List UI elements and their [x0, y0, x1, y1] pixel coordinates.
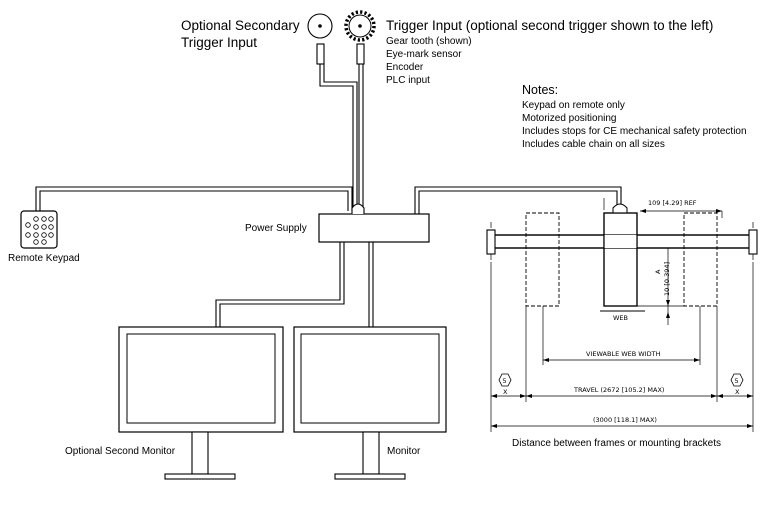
notes-title: Notes: — [522, 83, 558, 97]
note-item: Motorized positioning — [522, 113, 617, 124]
trigger-option: Encoder — [386, 62, 424, 73]
cables — [35, 64, 622, 328]
gear-tooth-trigger-icon — [344, 10, 376, 65]
web-label: WEB — [613, 314, 628, 322]
remote-keypad — [20, 210, 58, 249]
travel-label: TRAVEL (2672 [105.2] MAX) — [573, 386, 664, 394]
sensor-cable-2 — [418, 190, 618, 214]
optional-second-monitor — [118, 326, 284, 480]
note-item: Includes cable chain on all sizes — [522, 139, 665, 150]
trigger-option: Gear tooth (shown) — [386, 36, 472, 47]
x-marker-number-left: 5 — [503, 377, 507, 385]
ref-dimension: 109 [4.29] REF — [648, 199, 697, 207]
secondary-trigger-label-line2: Trigger Input — [181, 35, 257, 50]
diagram-labels: Optional Secondary Trigger Input Trigger… — [8, 18, 747, 457]
power-supply — [318, 203, 430, 243]
keypad-cable-2 — [39, 190, 349, 211]
a-dimension-value: 10 [0.394] — [663, 262, 671, 296]
remote-keypad-label: Remote Keypad — [8, 253, 80, 264]
trigger-input-label: Trigger Input (optional second trigger s… — [386, 18, 713, 33]
trigger-option: PLC input — [386, 75, 430, 86]
secondary-trigger-cable-2 — [323, 64, 358, 208]
secondary-trigger-cable — [319, 64, 354, 208]
keypad-cable — [35, 186, 353, 211]
second-monitor-cable — [215, 242, 341, 328]
secondary-trigger-label-line1: Optional Secondary — [181, 18, 300, 33]
a-dimension-label: A — [654, 269, 662, 274]
second-monitor-cable-2 — [219, 242, 345, 328]
optional-second-monitor-label: Optional Second Monitor — [65, 446, 176, 457]
x-label-left: X — [503, 388, 508, 396]
x-marker-number-right: 5 — [735, 377, 739, 385]
power-supply-label: Power Supply — [245, 223, 307, 234]
sensor-cable — [414, 186, 622, 214]
viewable-web-width-label: VIEWABLE WEB WIDTH — [586, 350, 661, 358]
trigger-option: Eye-mark sensor — [386, 49, 462, 60]
note-item: Keypad on remote only — [522, 100, 625, 111]
monitor — [293, 326, 447, 480]
secondary-trigger-wheel — [307, 13, 333, 65]
distance-caption: Distance between frames or mounting brac… — [512, 438, 721, 449]
monitor-label: Monitor — [387, 446, 421, 457]
frame-drawing — [486, 198, 758, 432]
note-item: Includes stops for CE mechanical safety … — [522, 126, 747, 137]
x-label-right: X — [735, 388, 740, 396]
overall-dimension-label: (3000 [118.1] MAX) — [593, 416, 657, 424]
